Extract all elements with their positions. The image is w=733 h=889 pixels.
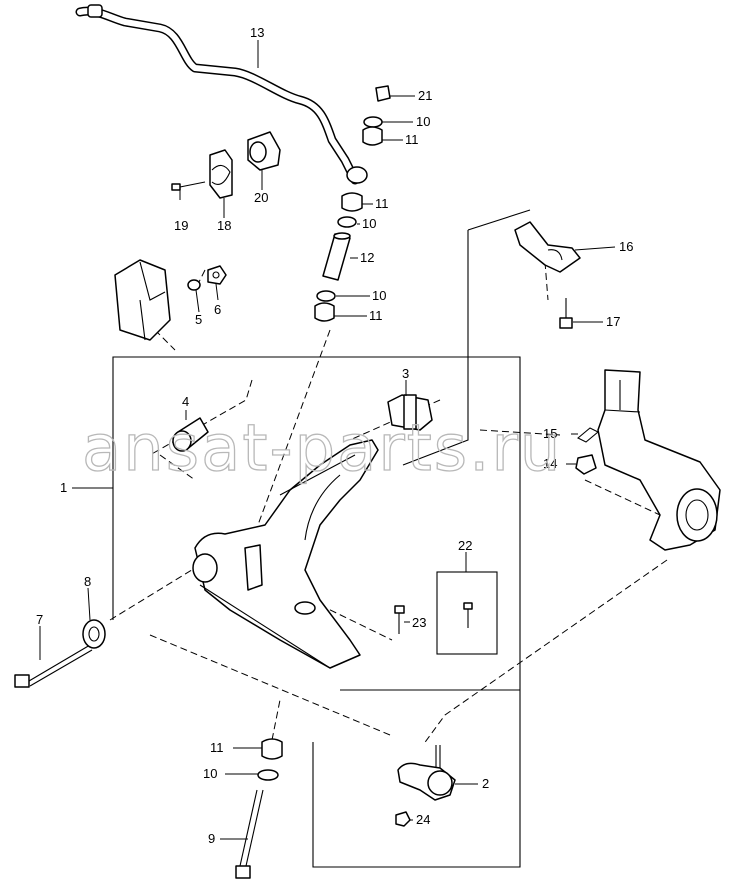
callout-1: 1 bbox=[60, 480, 67, 495]
lower-washer bbox=[316, 290, 336, 302]
stabilizer-bar bbox=[75, 4, 368, 185]
pivot-washer bbox=[82, 619, 106, 649]
watermark-text: ansat-parts.ru bbox=[82, 412, 562, 486]
long-bolt bbox=[235, 789, 264, 879]
bolt-detail-box bbox=[436, 571, 498, 655]
callout-6: 6 bbox=[214, 302, 221, 317]
upper-bushing-1 bbox=[362, 126, 383, 146]
callout-5: 5 bbox=[195, 312, 202, 327]
callout-7: 7 bbox=[36, 612, 43, 627]
callout-10-bottom: 10 bbox=[203, 766, 217, 781]
upper-bushing-2 bbox=[341, 192, 363, 212]
knuckle-reference-frame bbox=[402, 209, 531, 466]
bracket-nut bbox=[207, 265, 227, 285]
rear-arm-bushing bbox=[387, 394, 433, 431]
callout-3: 3 bbox=[402, 366, 409, 381]
callout-11-lower: 11 bbox=[369, 308, 383, 323]
stabilizer-bracket bbox=[209, 149, 233, 199]
callout-21: 21 bbox=[418, 88, 432, 103]
callout-9: 9 bbox=[208, 831, 215, 846]
upper-link-nut bbox=[375, 85, 391, 102]
callout-18: 18 bbox=[217, 218, 231, 233]
bottom-bushing bbox=[261, 738, 283, 760]
arm-bolt bbox=[394, 605, 405, 634]
steering-knuckle bbox=[597, 369, 721, 551]
front-arm-bushing bbox=[172, 417, 209, 452]
callout-11-mid: 11 bbox=[375, 196, 389, 211]
callout-labels: 13 21 10 11 11 10 12 10 11 19 18 20 5 6 … bbox=[36, 25, 633, 846]
assembly-guide-lines bbox=[109, 261, 668, 746]
callout-10-upper: 10 bbox=[416, 114, 430, 129]
stabilizer-link bbox=[322, 232, 351, 281]
bracket-bolt bbox=[171, 181, 206, 191]
callout-11-upper: 11 bbox=[405, 132, 419, 147]
ball-joint bbox=[397, 745, 456, 801]
callout-22: 22 bbox=[458, 538, 472, 553]
callout-15: 15 bbox=[543, 426, 557, 441]
callout-14: 14 bbox=[543, 456, 557, 471]
callout-10-mid: 10 bbox=[362, 216, 376, 231]
callout-19: 19 bbox=[174, 218, 188, 233]
upper-washer-2 bbox=[337, 216, 357, 228]
callout-13: 13 bbox=[250, 25, 264, 40]
upper-washer-1 bbox=[363, 116, 383, 128]
callout-leaders bbox=[39, 40, 616, 840]
callout-10-lower: 10 bbox=[372, 288, 386, 303]
callout-11-bottom: 11 bbox=[210, 740, 224, 755]
lower-control-arm bbox=[192, 439, 379, 669]
callout-8: 8 bbox=[84, 574, 91, 589]
body-bracket bbox=[114, 259, 171, 341]
callout-16: 16 bbox=[619, 239, 633, 254]
bracket-washer bbox=[187, 279, 201, 291]
callout-17: 17 bbox=[606, 314, 620, 329]
callout-23: 23 bbox=[412, 615, 426, 630]
callout-12: 12 bbox=[360, 250, 374, 265]
callout-4: 4 bbox=[182, 394, 189, 409]
callout-2: 2 bbox=[482, 776, 489, 791]
callout-24: 24 bbox=[416, 812, 430, 827]
callout-20: 20 bbox=[254, 190, 268, 205]
stabilizer-clamp bbox=[514, 221, 581, 273]
bottom-washer bbox=[257, 769, 279, 781]
stabilizer-bushing bbox=[247, 131, 281, 171]
pivot-bolt bbox=[14, 644, 93, 688]
lower-arm-assembly-frame bbox=[112, 356, 521, 868]
knuckle-nut bbox=[575, 454, 597, 475]
cotter-pin bbox=[577, 427, 599, 443]
clamp-bolt bbox=[559, 298, 573, 329]
lower-bushing bbox=[314, 302, 335, 322]
ball-joint-nut bbox=[395, 811, 411, 827]
